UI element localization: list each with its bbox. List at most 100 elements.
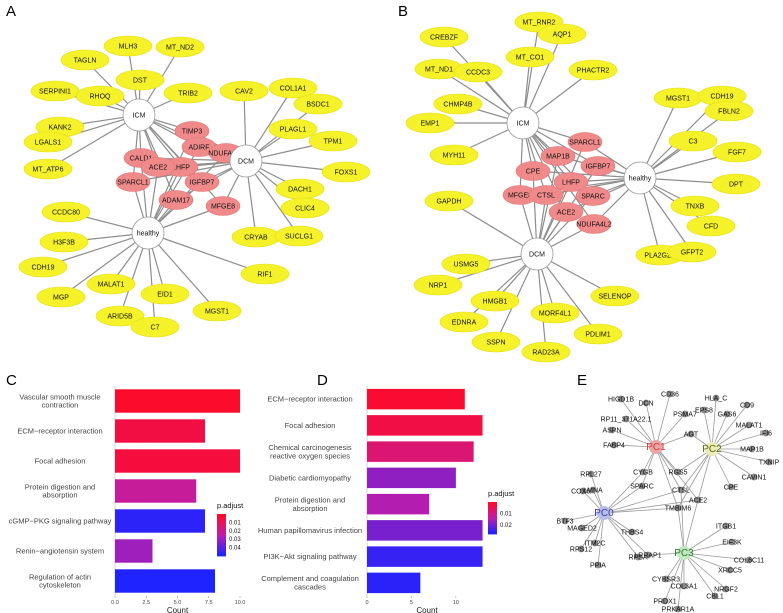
chart-c-legend-swatch — [217, 528, 226, 531]
net-e-gene-btf3: BTF3 — [556, 517, 574, 525]
net-a-shared-node-label: TIMP3 — [182, 128, 203, 135]
net-e-gene-label: CPE — [724, 484, 739, 491]
net-a-shared-node-igfbp7: IGFBP7 — [184, 172, 220, 192]
chart-d-legend-swatch — [488, 526, 497, 528]
net-b-edge — [448, 200, 538, 255]
net-b-shared-node-label: NDUFA4L2 — [576, 221, 612, 228]
chart-c-legend-tick: 0.02 — [229, 529, 241, 535]
chart-d-x-tick-label: 10 — [453, 600, 459, 606]
net-b-node-aqp1: AQP1 — [537, 23, 587, 45]
net-e-gene-dot — [711, 592, 719, 600]
chart-c-legend-swatch — [217, 519, 226, 522]
net-e-gene-label: CYBSR3 — [652, 576, 680, 583]
net-e-gene-dot — [589, 486, 597, 494]
net-e-gene-ppia: PPIA — [590, 561, 606, 569]
chart-c-x-axis-title: Count — [167, 606, 189, 613]
net-a-hub-shape — [131, 216, 165, 250]
net-b-shared-node-shape — [576, 214, 612, 234]
net-e-gene-label: COL3A1 — [671, 583, 698, 590]
net-a-node-shape — [18, 256, 68, 278]
net-e-edge — [680, 489, 685, 554]
net-a-node-shape — [268, 77, 318, 99]
net-e-gene-gas6: GAS6 — [718, 410, 737, 418]
net-b-shared-node-label: CTSL — [537, 192, 555, 199]
net-e-gene-dot — [634, 553, 642, 561]
net-e-gene-dot — [644, 551, 652, 559]
net-b-shared-node-shape — [515, 161, 551, 181]
net-a-shared-node-label: ADIRF — [189, 144, 210, 151]
net-a-node-lgals1: LGALS1 — [23, 131, 73, 153]
net-e-gene-lmna: LMNA — [583, 486, 603, 494]
net-b-node-phactr2: PHACTR2 — [568, 59, 618, 81]
chart-d-category-label: Human papillomavirus infection — [258, 526, 362, 535]
net-e-gene-col6c11: COL6C11 — [734, 556, 764, 564]
net-e-edge — [603, 499, 699, 514]
chart-c-x-tick-label: 0.0 — [111, 600, 119, 606]
net-e-gene-cavin1: CAVIN1 — [742, 473, 766, 481]
net-e-gene-eps8: EPS8 — [695, 406, 713, 414]
net-e-gene-label: LMNA — [583, 487, 603, 494]
chart-c-legend-tick: 0.04 — [229, 546, 241, 552]
net-e-gene-label: GAS6 — [718, 411, 737, 418]
net-a-node-cryab: CRYAB — [231, 226, 281, 248]
chart-d-legend-swatch — [488, 510, 497, 512]
chart-d-category-label: Focal adhesion — [285, 421, 336, 430]
net-b-node-label: CHMP4B — [443, 101, 473, 108]
net-e-gene-maged2: MAGED2 — [567, 524, 597, 532]
net-e-gene-dot — [726, 566, 734, 574]
net-b-shared-node-shape — [528, 185, 564, 205]
net-b-shared-node-label: SPARC — [581, 193, 605, 200]
chart-d-legend-title: p.adjust — [488, 489, 515, 498]
net-b-edge — [536, 253, 547, 353]
net-a-hub-shape — [122, 98, 156, 132]
net-a-shared-node-label: NDUFA4L2 — [208, 150, 244, 157]
net-b-node-shape — [670, 195, 720, 217]
net-e-gene-label: EPS8 — [695, 407, 713, 414]
net-b-node-shape — [429, 144, 479, 166]
net-e-edge — [711, 397, 717, 450]
net-b-node-shape — [530, 302, 580, 324]
net-e-gene-dot — [677, 486, 685, 494]
net-b-node-shape — [439, 311, 489, 333]
net-b-edge — [522, 21, 540, 124]
net-e-gene-dot — [662, 575, 670, 583]
net-a-edge — [147, 232, 266, 275]
net-b-hub-label: DCM — [529, 251, 545, 258]
net-e-pc2: PC2 — [702, 442, 722, 456]
chart-c-x-tick-label: 5.0 — [174, 600, 182, 606]
net-b-shared-node-shape — [567, 132, 603, 152]
net-e-edge — [697, 448, 713, 501]
net-e-edge — [655, 413, 686, 448]
chart-c-legend-swatch — [217, 549, 226, 552]
net-a-node-mgp: MGP — [36, 286, 86, 308]
net-b-node-chmp4b: CHMP4B — [433, 93, 483, 115]
chart-c-legend-swatch — [217, 547, 226, 550]
net-e-gene-dot — [674, 605, 682, 613]
net-b-node-label: MYH11 — [443, 152, 466, 159]
net-e-gene-label: NRGF2 — [714, 586, 738, 593]
chart-d-legend-swatch — [488, 530, 497, 532]
net-b-node-nrp1: NRP1 — [413, 274, 463, 296]
net-e-gene-label: FABP4 — [603, 442, 625, 449]
chart-d-legend-swatch — [488, 511, 497, 514]
net-b-node-shape — [470, 290, 520, 312]
chart-c-bar-vascular-smooth-muscle-contraction — [115, 389, 240, 413]
net-a-node-label: MALAT1 — [98, 281, 125, 288]
net-e-pc-label: PC3 — [674, 548, 694, 559]
net-e-edge — [603, 471, 644, 514]
net-a-node-label: FOXS1 — [335, 169, 358, 176]
net-e-gene-cd36: CD36 — [661, 390, 679, 398]
net-b-shared-node-map1b: MAP1B — [540, 146, 576, 166]
net-e-gene-dot — [666, 390, 674, 398]
net-e-gene-xrcc5: XRCC5 — [718, 566, 742, 574]
net-e-pc0: PC0 — [594, 506, 614, 520]
net-a-node-label: EID1 — [157, 291, 173, 298]
net-a-hub-label: healthy — [137, 230, 160, 237]
net-b-node-label: CCDC3 — [466, 69, 490, 76]
net-e-gene-dot — [561, 517, 569, 525]
net-e-gene-cpe: CPE — [724, 483, 739, 491]
net-a-node-bsdc1: BSDC1 — [293, 93, 343, 115]
net-a-node-shape — [23, 158, 73, 180]
net-b-shared-node-sparcl1: SPARCL1 — [567, 132, 603, 152]
